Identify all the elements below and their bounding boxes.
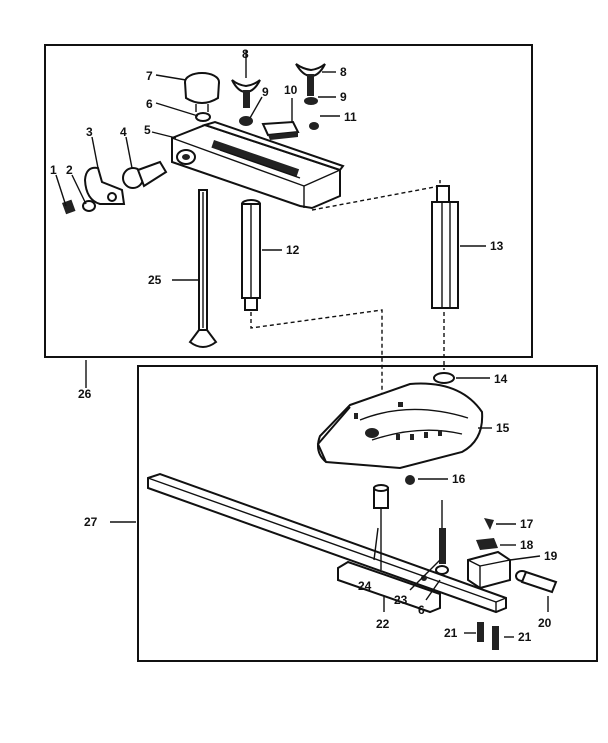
label-27: 27: [84, 515, 98, 529]
label-21-left: 21: [444, 626, 458, 640]
label-12: 12: [286, 243, 300, 257]
leader-lines: [55, 71, 549, 638]
stud-24: [373, 484, 389, 570]
label-6-lower: 6: [418, 603, 425, 617]
upper-assembly-frame: [44, 44, 533, 358]
upper-washer: [195, 112, 211, 122]
label-14: 14: [494, 372, 508, 386]
label-22: 22: [376, 617, 390, 631]
clip-18: [476, 538, 498, 550]
label-18: 18: [520, 538, 534, 552]
label-24: 24: [358, 579, 372, 593]
miter-bar: [147, 472, 507, 614]
clamp-plate: [261, 98, 300, 140]
nut-left: [239, 116, 253, 126]
label-10: 10: [284, 83, 298, 97]
plunger: [122, 160, 168, 189]
label-16: 16: [452, 472, 466, 486]
screw-23: [435, 500, 449, 575]
washer-14: [433, 372, 455, 384]
small-screw: [309, 122, 319, 130]
label-2: 2: [66, 163, 73, 177]
label-6-upper: 6: [146, 97, 153, 111]
label-9-left: 9: [262, 85, 269, 99]
post-right: [431, 185, 459, 370]
label-21-right: 21: [518, 630, 532, 644]
label-25: 25: [148, 273, 162, 287]
label-1: 1: [50, 163, 57, 177]
label-15: 15: [496, 421, 510, 435]
label-4: 4: [120, 125, 127, 139]
label-9-right: 9: [340, 90, 347, 104]
screw-21-left: [477, 622, 484, 642]
guide-block: [337, 560, 441, 614]
label-26: 26: [78, 387, 92, 401]
label-3: 3: [86, 125, 93, 139]
pin-20: [515, 570, 558, 594]
lower-assembly-frame: [137, 365, 598, 662]
screw-17: [484, 518, 494, 530]
bracket: [83, 166, 126, 205]
knob: [184, 72, 220, 112]
label-23: 23: [394, 593, 408, 607]
post-left: [241, 199, 383, 396]
nut-right: [304, 97, 318, 105]
wing-screw-right: [295, 63, 326, 96]
label-11: 11: [344, 110, 357, 124]
label-8-left: 8: [242, 47, 249, 61]
label-8-right: 8: [340, 65, 347, 79]
label-5: 5: [144, 123, 151, 137]
screw-21-right: [492, 626, 499, 650]
wing-screw-left: [231, 50, 261, 108]
label-13: 13: [490, 239, 504, 253]
label-19: 19: [544, 549, 558, 563]
rod: [188, 189, 218, 348]
part-16: [405, 475, 415, 485]
stop-block: [467, 550, 511, 590]
label-17: 17: [520, 517, 534, 531]
label-20: 20: [538, 616, 552, 630]
label-7: 7: [146, 69, 153, 83]
clamp-body: [171, 120, 441, 211]
miter-gauge-body: [316, 382, 484, 470]
